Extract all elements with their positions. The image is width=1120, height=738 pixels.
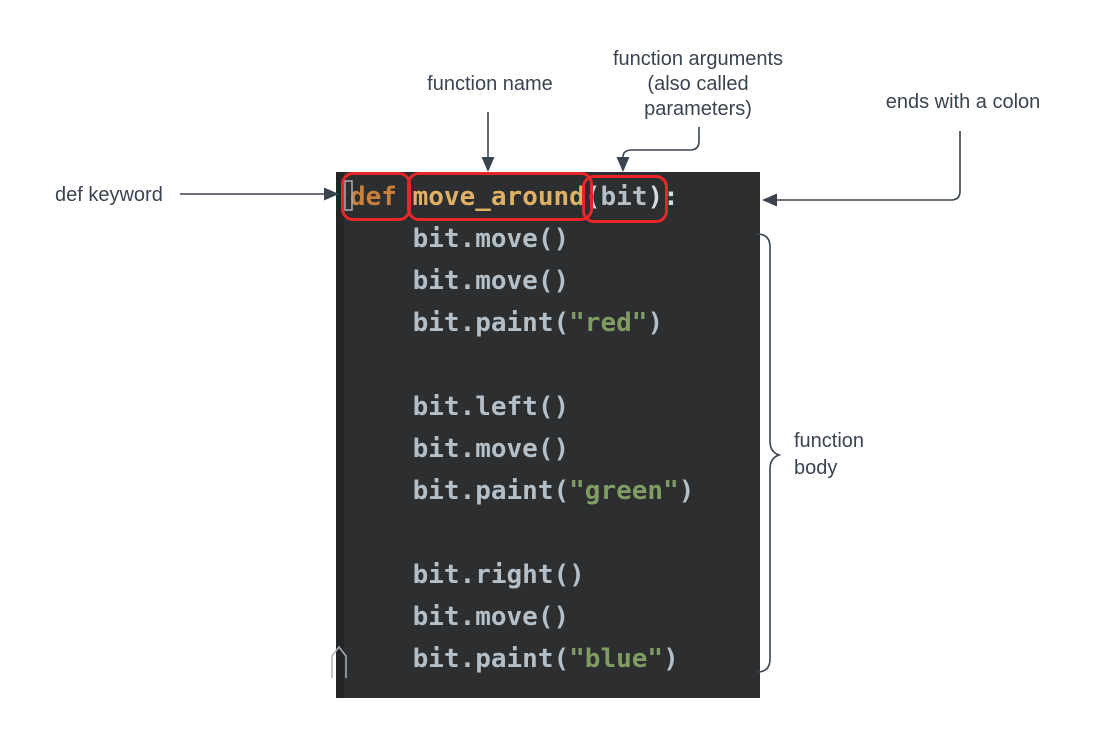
code-line [350,512,760,554]
code-token-string: "red" [569,308,648,338]
code-token-plain: ) [663,644,679,674]
label-line: (also called [647,73,749,95]
code-line: bit.move() [350,428,760,470]
editor-gutter [336,172,344,698]
code-token-plain: bit.move() [350,434,570,464]
arrow-function-arguments [616,127,700,172]
label-line: function arguments [612,48,784,70]
label-function-body: function body [794,428,914,482]
arrow-function-name [481,112,495,172]
label-def-keyword: def keyword [55,184,163,206]
arrow-ends-with-colon [762,131,961,207]
label-function-arguments: function arguments (also called parameters… [598,47,798,122]
code-line: bit.move() [350,260,760,302]
code-line [350,344,760,386]
function-body-brace [756,233,782,673]
code-token-plain: bit.move() [350,266,570,296]
code-token-string: "green" [569,476,679,506]
code-token-plain: bit.move() [350,224,570,254]
code-token-plain: bit.paint( [350,308,570,338]
code-line: bit.right() [350,554,760,596]
code-token-plain: ) [678,476,695,506]
code-token-plain: bit [600,182,648,212]
code-line: def move_around(bit): [350,176,760,218]
code-line: bit.paint("blue") [350,638,760,680]
code-line: bit.move() [350,218,760,260]
highlight-box-function-name [407,172,593,221]
code-editor-block: def move_around(bit): bit.move() bit.mov… [336,172,760,698]
code-line: bit.paint("red") [350,302,760,344]
code-token-bright: ): [647,182,679,212]
code-line: bit.move() [350,596,760,638]
code-token-plain: bit.right() [350,560,585,590]
label-line: function [794,430,865,452]
label-function-name: function name [427,73,553,95]
code-line: bit.left() [350,386,760,428]
label-line: body [794,457,838,479]
code-token-plain: bit.left() [350,392,570,422]
code-token-plain: bit.paint( [350,476,570,506]
highlight-box-def-keyword [341,172,411,221]
code-token-plain: bit.paint( [350,644,570,674]
code-token-name: move_around [412,182,585,212]
label-line: parameters) [644,98,752,120]
code-token-keyword: def [350,182,413,212]
highlight-box-arguments [582,175,668,223]
code-token-plain: ) [647,308,664,338]
code-token-string: "blue" [569,644,664,674]
label-ends-with-colon: ends with a colon [885,91,1041,113]
code-lines: def move_around(bit): bit.move() bit.mov… [350,176,760,680]
arrow-def-keyword [180,187,339,201]
code-line: bit.paint("green") [350,470,760,512]
code-token-plain: bit.move() [350,602,570,632]
